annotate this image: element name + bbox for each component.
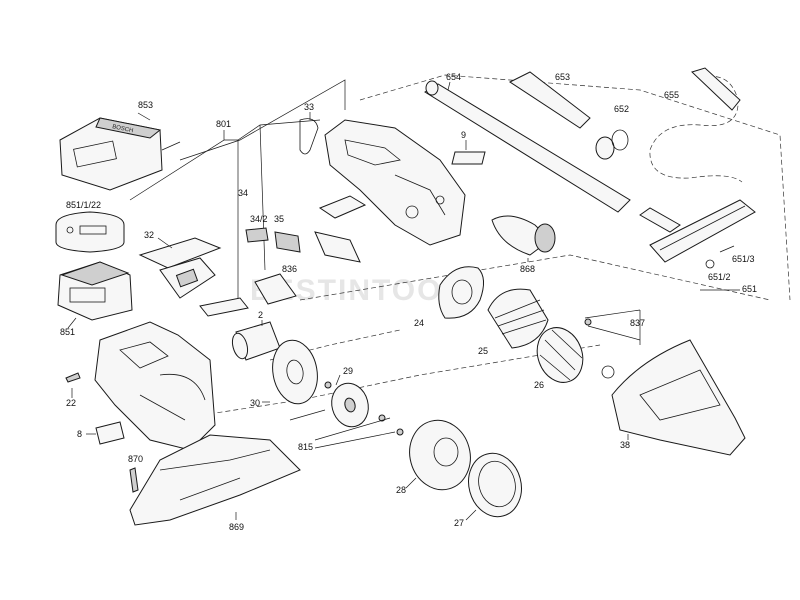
pin-651-3	[719, 245, 735, 253]
washer-a	[324, 381, 332, 389]
ring-837	[601, 365, 615, 379]
filter-25	[487, 288, 549, 349]
clip-33	[299, 118, 319, 155]
label-33: 33	[304, 102, 314, 112]
fan-29	[331, 382, 369, 428]
plate-30	[272, 339, 318, 405]
washer-c	[396, 428, 404, 436]
battery-detail-inset	[55, 211, 125, 253]
label-25: 25	[478, 346, 488, 356]
seal-24	[438, 266, 484, 319]
housing-upper	[324, 119, 466, 246]
label-651: 651	[742, 284, 757, 294]
label-655: 655	[664, 90, 679, 100]
nozzle-653	[508, 71, 591, 129]
label-26: 26	[534, 380, 544, 390]
label-853: 853	[138, 100, 153, 110]
label-29: 29	[343, 366, 353, 376]
washer-b	[378, 414, 386, 422]
plate-8	[95, 421, 125, 445]
label-868: 868	[520, 264, 535, 274]
charger-brand-text: BOSCH	[112, 124, 134, 134]
battery-851	[57, 261, 133, 321]
label-27: 27	[454, 518, 464, 528]
label-815: 815	[298, 442, 313, 452]
label-32: 32	[144, 230, 154, 240]
label-801: 801	[216, 119, 231, 129]
seal-plate-b	[314, 231, 361, 263]
label-870: 870	[128, 454, 143, 464]
label-851-1-22: 851/1/22	[66, 200, 101, 210]
assembly-dash-mid	[299, 254, 771, 301]
label-851: 851	[60, 327, 75, 337]
label-837: 837	[630, 318, 645, 328]
tube-654	[424, 80, 631, 213]
stand-869	[129, 434, 301, 526]
label-651-2: 651/2	[708, 272, 731, 282]
label-869: 869	[229, 522, 244, 532]
cage-26	[536, 327, 584, 383]
screw-22	[65, 372, 81, 383]
contact-836	[254, 273, 297, 305]
motor-2	[231, 321, 281, 361]
nozzle-38	[611, 339, 746, 456]
plate-9	[451, 151, 486, 165]
label-9: 9	[461, 130, 466, 140]
ring-27	[468, 452, 522, 518]
screw-870	[129, 467, 139, 493]
label-22: 22	[66, 398, 76, 408]
label-34: 34	[238, 188, 248, 198]
label-8: 8	[77, 429, 82, 439]
label-836: 836	[282, 264, 297, 274]
switch-34-2	[245, 227, 269, 243]
housing-handle	[94, 321, 216, 451]
label-28: 28	[396, 485, 406, 495]
switch-35	[274, 231, 301, 253]
adapter-652	[595, 129, 629, 160]
label-654: 654	[446, 72, 461, 82]
label-24: 24	[414, 318, 424, 328]
charger-853: BOSCH	[59, 117, 181, 191]
hose-655	[649, 76, 743, 183]
label-651-3: 651/3	[732, 254, 755, 264]
label-38: 38	[620, 440, 630, 450]
adapter-868	[491, 215, 556, 256]
seal-plate-c	[199, 297, 249, 317]
assembly-dash-top	[359, 74, 791, 301]
filter-cover-28	[409, 419, 471, 491]
floor-nozzle-651	[639, 199, 756, 263]
wheel-651-2	[705, 259, 715, 269]
label-34-2: 34/2	[250, 214, 268, 224]
board-32	[138, 237, 222, 299]
screw-837	[584, 318, 592, 326]
label-653: 653	[555, 72, 570, 82]
seal-plate-a	[318, 195, 367, 219]
hose-end-655	[691, 67, 741, 111]
label-35: 35	[274, 214, 284, 224]
label-652: 652	[614, 104, 629, 114]
label-2: 2	[258, 310, 263, 320]
label-30: 30	[250, 398, 260, 408]
